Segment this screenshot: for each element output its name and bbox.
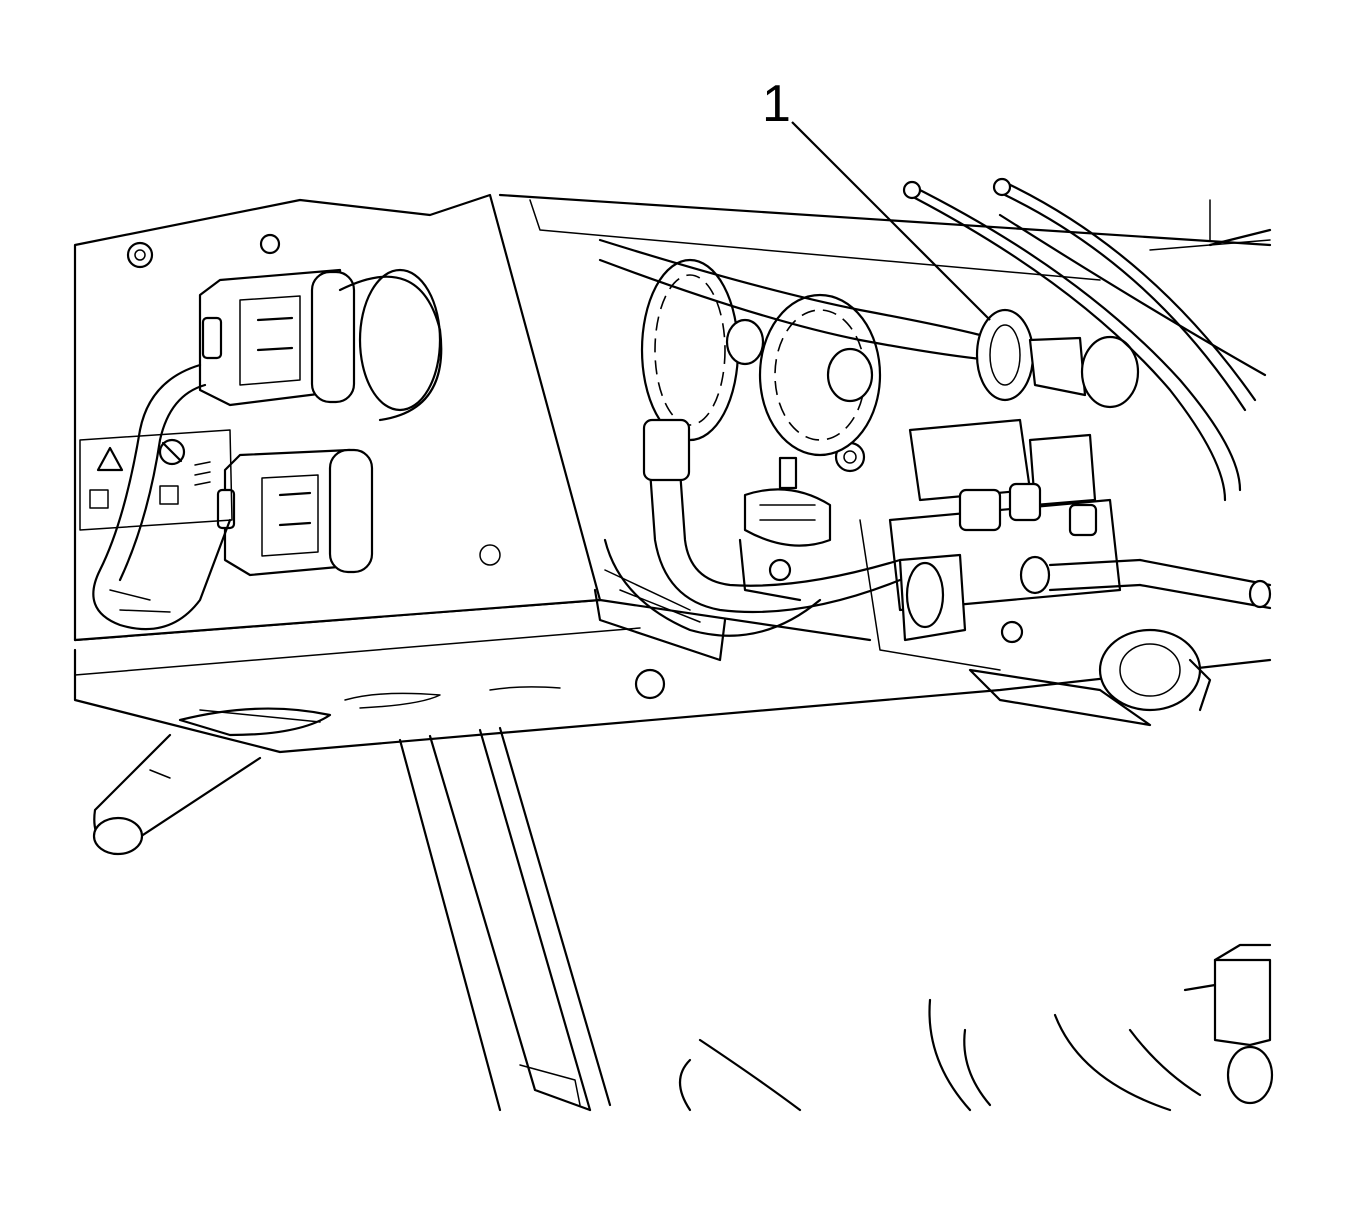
left-wiring-harness [92,363,232,631]
lower-support-pillars [398,726,612,1112]
right-vacuum-lines [902,177,1267,502]
actuator-stem [743,456,832,547]
warning-label-decal [79,429,233,531]
blower-motor-housing [338,268,443,422]
valve-mounting-bracket [593,519,1212,727]
callout-number-1: 1 [762,75,791,133]
heater-hoses [603,418,1272,637]
upper-left-electrical-connector [198,268,356,407]
vacuum-actuator [640,258,882,457]
vacuum-hose-with-grommet [598,238,1140,409]
lower-right-panels [678,943,1274,1112]
callout-leader-line [791,121,991,321]
fasteners [126,233,1024,700]
lower-left-pipe [92,733,262,856]
heater-control-valve [888,418,1142,642]
lower-left-electrical-connector [216,448,374,577]
